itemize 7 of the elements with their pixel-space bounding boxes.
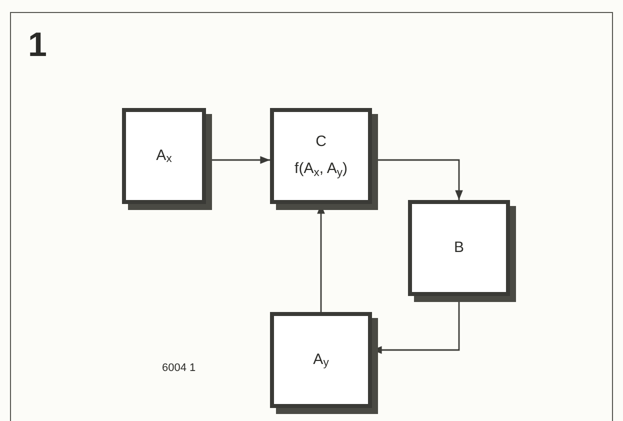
block-label: B [454,238,464,258]
block-label: f(A$_{x}$, A$_{y}$) [294,160,348,179]
block-label: A$_{x}$ [156,146,172,166]
block-label: A$_{y}$ [313,350,329,370]
figure-code: 6004 1 [162,361,196,376]
block-label: C [316,133,326,152]
figure-number: 1 [28,28,47,62]
